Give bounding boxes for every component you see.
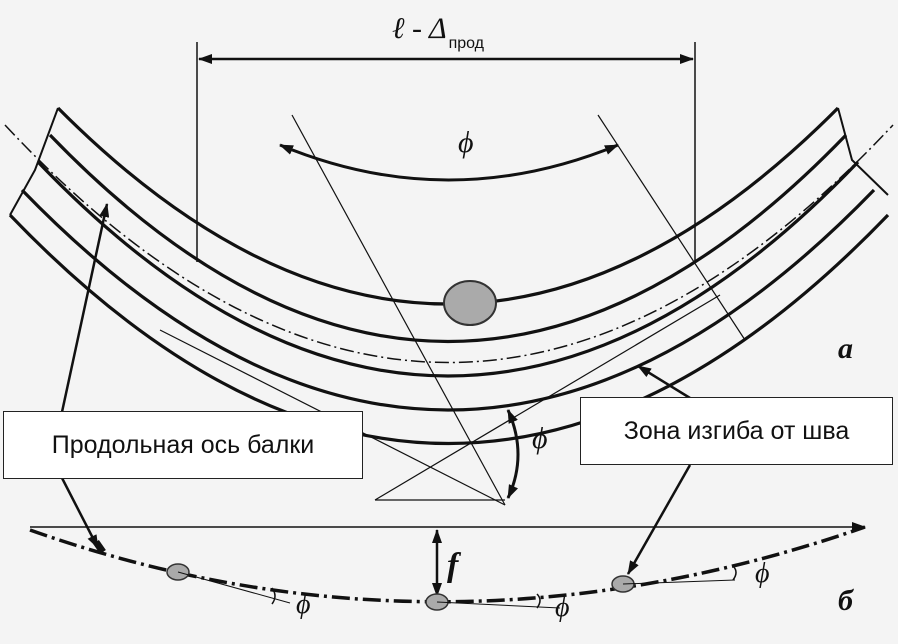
deflection-label: f	[447, 547, 462, 584]
small-arc-left	[271, 587, 276, 605]
angle-label-lower: ϕ	[532, 422, 548, 455]
small-arc-center	[536, 593, 541, 609]
angle-arc-lower	[506, 409, 520, 499]
deflected-axis	[29, 525, 866, 604]
beam-layer-2	[48, 133, 848, 343]
bend-zone-callout: Зона изгиба от шва	[580, 397, 893, 465]
angle-arc-top	[279, 143, 619, 182]
angle-label-b-left: ϕ	[296, 589, 311, 620]
longitudinal-axis-callout: Продольная ось балки	[3, 411, 363, 479]
beam-end-right	[837, 107, 889, 196]
panel-label-b: б	[838, 584, 854, 617]
beam-layer-5	[8, 213, 890, 446]
angle-line-right-top	[597, 114, 746, 341]
bend-zone-callout-arrow	[637, 364, 691, 400]
axis-callout-arrow-lower	[60, 477, 100, 549]
axis-marker	[93, 539, 106, 555]
beam-end-left	[9, 107, 59, 216]
longitudinal-axis-callout-text: Продольная ось балки	[51, 430, 315, 459]
angle-label-b-right: ϕ	[755, 558, 770, 589]
tangent-center	[436, 601, 561, 609]
angle-line-left-long	[291, 114, 506, 506]
angle-label-b-center: ϕ	[555, 592, 570, 623]
bend-zone-callout-arrow-lower	[626, 464, 692, 575]
beam-layer-1	[56, 106, 840, 306]
angle-line-right-bottom	[374, 294, 721, 501]
beam-layers	[8, 106, 890, 446]
angle-label-top: ϕ	[458, 126, 474, 159]
beam-layer-4	[20, 188, 876, 412]
bend-zone-callout-text: Зона изгиба от шва	[623, 416, 850, 445]
tangent-right	[622, 579, 736, 585]
axis-callout-arrow	[60, 203, 110, 413]
longitudinal-axis-line	[4, 124, 894, 364]
beam-layer-3	[36, 160, 860, 378]
weld-spot	[443, 280, 497, 326]
small-arc-right	[732, 565, 737, 581]
tangent-left	[177, 571, 291, 604]
panel-label-a: а	[838, 332, 853, 365]
